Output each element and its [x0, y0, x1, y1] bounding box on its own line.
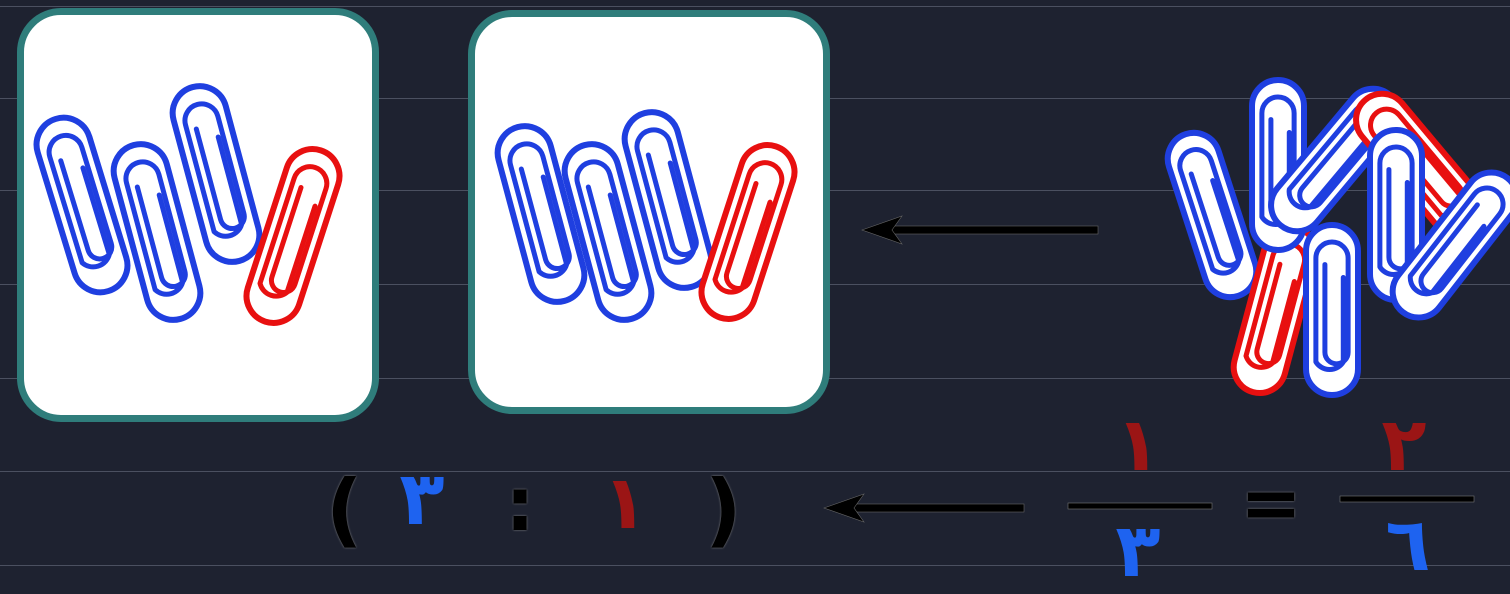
ratio-left-digit: ٣	[399, 456, 445, 542]
paperclip-icon-g1-1	[33, 114, 131, 296]
ruled-line	[0, 565, 1510, 566]
paperclip-icon-g2-2	[561, 141, 655, 323]
paperclip-icon-g2-1	[494, 123, 588, 305]
original-denominator: ٦	[1385, 502, 1431, 588]
left-arrow-icon	[823, 493, 1025, 523]
paperclip-icon-pile-1	[1164, 129, 1260, 301]
paperclip-icon-g1-2	[110, 141, 204, 323]
simplified-denominator: ٣	[1115, 508, 1161, 594]
original-numerator: ٢	[1381, 402, 1427, 488]
paperclip-icon-pile-8	[1303, 222, 1361, 398]
paperclip-icon-g1-3	[169, 83, 263, 265]
ruled-line	[0, 471, 1510, 472]
paperclip-icon-g2-3	[621, 109, 715, 291]
ratio-close-paren: )	[705, 463, 742, 556]
ratio-separator: :	[505, 462, 535, 548]
left-arrow-icon	[861, 215, 1099, 245]
equals-sign: =	[1240, 460, 1303, 546]
paperclip-icon-pile-7	[1389, 169, 1510, 321]
fraction-bar-simplified	[1067, 502, 1213, 510]
ratio-right-digit: ١	[602, 460, 648, 546]
simplified-numerator: ١	[1115, 402, 1161, 488]
ruled-line	[0, 6, 1510, 7]
fraction-bar-original	[1339, 495, 1475, 503]
paperclip-icon-g2-4	[698, 142, 798, 322]
paperclip-icon-g1-4	[243, 146, 343, 326]
ratio-open-paren: (	[326, 463, 363, 556]
